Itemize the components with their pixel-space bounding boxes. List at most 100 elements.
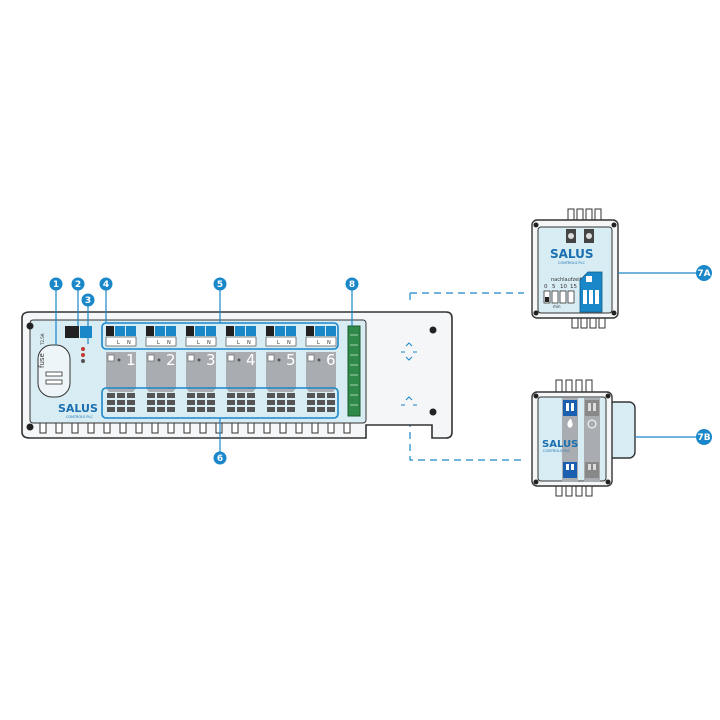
zone-output-terminal [147,393,155,398]
zone-output-terminal [157,400,165,405]
zone-terminal-block [266,326,274,336]
zone-terminal-letter: N [207,340,211,346]
zone-output-terminal [317,407,325,412]
zone-actuator [106,352,136,392]
callout-leaders [55,272,697,452]
callout-7b: 7B [696,429,712,445]
zone-number: 5 [286,351,296,369]
zone-output-terminal [247,393,255,398]
callout-badge [213,277,227,291]
callout-label: 3 [85,296,91,306]
module-7a-value-10: 10 [560,284,567,290]
zone-terminal-letter: N [287,340,291,346]
zone-dot [157,358,161,362]
callout-label: 7A [697,269,710,279]
zone-dot [197,358,201,362]
zone-actuator [186,352,216,392]
zone-number: 1 [126,351,136,369]
zone-terminal-block [275,326,285,336]
zone-terminal-letter: L [157,340,160,346]
module-7a-value-15: 15 [570,284,577,290]
module-7a: SALUS CONTROLS PLC nachlaufzeit 0 5 10 1… [531,208,619,329]
zone-terminal-strip [305,336,337,347]
callout-8: 8 [345,277,359,291]
fuse-slot [45,379,63,385]
zone-output-terminal [147,407,155,412]
zone-output-terminal [227,393,235,398]
zone-output-terminal [237,407,245,412]
zone-output-terminal [317,400,325,405]
callout-label: 7B [697,433,710,443]
zone-terminal-letter: N [127,340,131,346]
callout-badge [99,277,113,291]
bottom-fins [39,422,351,434]
zone-output-terminal [187,393,195,398]
zone-indicator [307,354,315,362]
zone-output-terminal [287,407,295,412]
callout-label: 5 [217,280,223,290]
callout-6: 6 [213,451,227,465]
zone-terminal-block [106,326,114,336]
module-7a-tagline: CONTROLS PLC [558,261,585,265]
callout-badge [696,265,712,281]
zone-output-terminal [167,393,175,398]
main-logo: SALUS [58,402,98,415]
zone-terminal-block [155,326,165,336]
zone-output-terminal [207,400,215,405]
fuse-slot [45,371,63,377]
zone-output-terminal [287,393,295,398]
callout-label: 6 [217,454,223,464]
module-7a-value-0: 0 [544,284,548,290]
dip-switch [559,290,567,304]
zone-output-terminal [197,407,205,412]
zone-output-terminal [287,400,295,405]
zone-terminal-letter: L [277,340,280,346]
led-indicator [81,347,85,351]
led-indicator [81,359,85,363]
zone-dot [277,358,281,362]
callout-4: 4 [99,277,113,291]
zone-output-terminal [307,393,315,398]
screw-hole [26,423,34,431]
zone-terminal-block [226,326,234,336]
zone-output-terminal [267,393,275,398]
zone-output-terminal [277,407,285,412]
zone-terminal-letter: L [317,340,320,346]
zone-number: 2 [166,351,176,369]
zone-output-terminal [237,400,245,405]
callout-3: 3 [81,293,95,307]
callout-label: 4 [103,280,109,290]
zone-dot [237,358,241,362]
callout-5: 5 [213,277,227,291]
power-terminal [65,326,79,338]
zone-indicator [187,354,195,362]
zone-output-terminal [227,407,235,412]
callout-label: 8 [349,280,355,290]
screw-hole [429,326,437,334]
zone-terminal-block [115,326,125,336]
zone-indicator [147,354,155,362]
callout-badge [213,451,227,465]
zone-5: L N 5 [265,326,297,412]
zone-terminal-block [186,326,194,336]
zone-terminal-strip [185,336,217,347]
zone-terminal-block [235,326,245,336]
zone-output-terminal [117,393,125,398]
zone-dot [117,358,121,362]
callout-label: 2 [75,280,81,290]
zone-output-terminal [277,393,285,398]
fuse-label: fuse [38,353,46,368]
zone-terminal-letter: L [237,340,240,346]
fuse-holder [37,344,71,398]
zone-output-terminal [107,407,115,412]
callout-badge [71,277,85,291]
zone-indicator [267,354,275,362]
pcb-strip [347,325,361,417]
